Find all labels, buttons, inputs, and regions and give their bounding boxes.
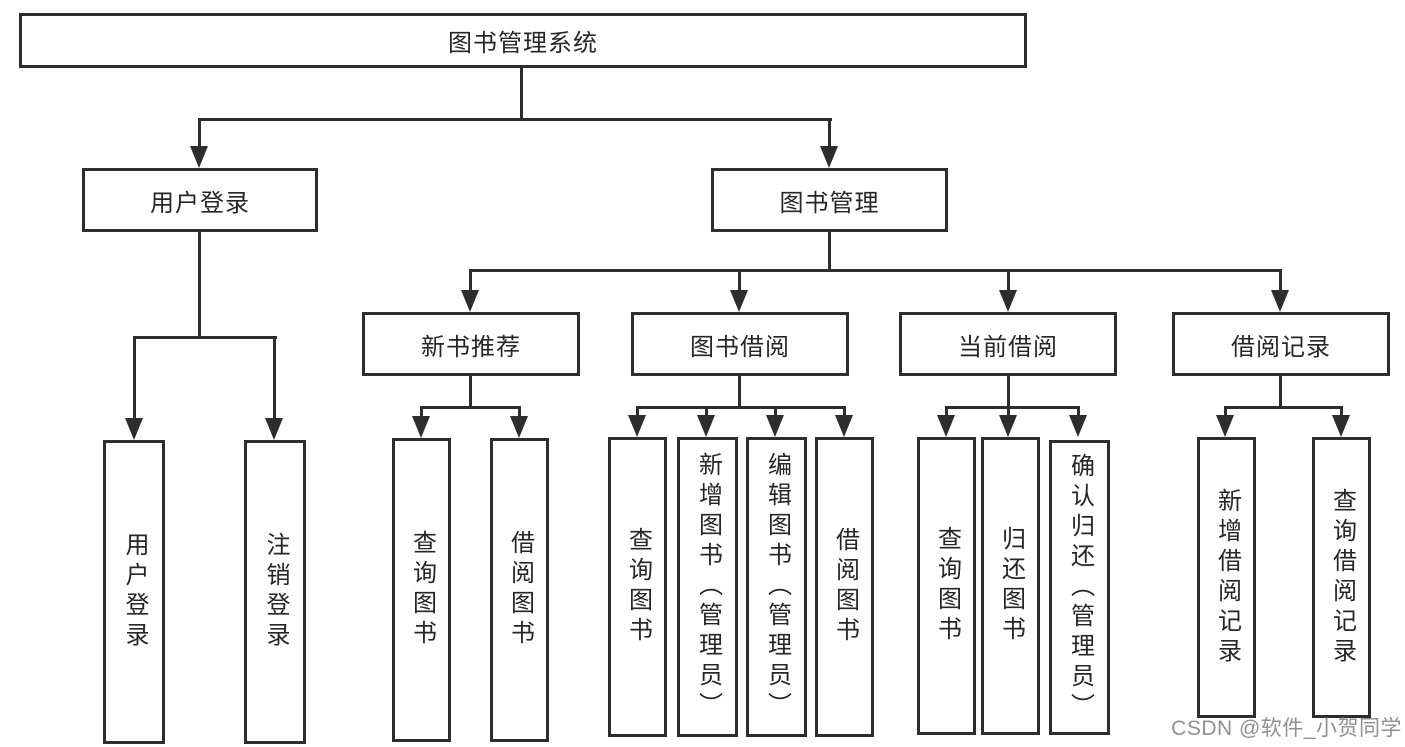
connector-line <box>133 336 136 420</box>
leaf-label: 查询图书 <box>408 530 436 650</box>
connector-line <box>774 406 777 418</box>
leaf-label: 注销登录 <box>262 532 289 652</box>
connector-line <box>469 269 472 293</box>
arrow-down-icon <box>461 290 479 312</box>
connector-line <box>420 406 521 409</box>
arrow-down-icon <box>412 416 430 438</box>
connector-line <box>738 376 741 406</box>
arrow-down-icon <box>999 290 1017 312</box>
arrow-down-icon <box>1216 415 1234 437</box>
connector-line <box>1007 376 1010 406</box>
arrow-down-icon <box>1069 415 1087 437</box>
csdn-watermark: CSDN @软件_小贺同学 <box>1171 717 1402 740</box>
leaf-label: 查询图书 <box>933 526 961 646</box>
node-label: 图书管理 <box>779 189 880 217</box>
connector-line <box>1340 406 1343 418</box>
leaf-label: 查询借阅记录 <box>1328 487 1356 668</box>
connector-line <box>828 232 831 270</box>
node-label: 图书管理系统 <box>448 30 598 57</box>
connector-line <box>1224 406 1343 409</box>
connector-line <box>945 406 1080 409</box>
connector-line <box>1007 406 1010 418</box>
leaf-user-login: 用户登录 <box>103 440 165 744</box>
arrow-down-icon <box>730 290 748 312</box>
connector-line <box>273 336 276 420</box>
connector-line <box>520 68 523 118</box>
arrow-down-icon <box>697 415 715 437</box>
connector-line <box>469 269 1282 272</box>
arrow-down-icon <box>1332 415 1350 437</box>
connector-line <box>945 406 948 418</box>
connector-line <box>636 406 846 409</box>
connector-line <box>843 406 846 418</box>
leaf-label: 新增借阅记录 <box>1213 487 1241 668</box>
leaf-label: 查询图书 <box>624 527 652 647</box>
node-book-management: 图书管理 <box>711 168 948 232</box>
leaf-query-books: 查询图书 <box>392 438 451 742</box>
arrow-down-icon <box>265 418 283 440</box>
node-label: 用户登录 <box>150 189 250 217</box>
connector-line <box>738 269 741 293</box>
connector-line <box>198 232 201 336</box>
node-current-borrow: 当前借阅 <box>899 312 1117 376</box>
connector-line <box>828 118 831 148</box>
leaf-logout: 注销登录 <box>244 440 306 744</box>
leaf-label: 归还图书 <box>997 526 1025 646</box>
connector-line <box>1077 406 1080 418</box>
connector-line <box>518 406 521 418</box>
leaf-query-borrow-record: 查询借阅记录 <box>1312 437 1371 718</box>
node-label: 图书借阅 <box>690 333 790 361</box>
node-new-book-recommend: 新书推荐 <box>362 312 580 376</box>
leaf-edit-books-admin: 编辑图书（管理员） <box>746 437 807 737</box>
node-label: 当前借阅 <box>958 333 1058 361</box>
arrow-down-icon <box>999 415 1017 437</box>
arrow-down-icon <box>820 146 838 168</box>
node-label: 新书推荐 <box>421 333 521 361</box>
arrow-down-icon <box>766 415 784 437</box>
node-user-login: 用户登录 <box>82 168 318 232</box>
leaf-label: 新增图书（管理员） <box>694 452 722 722</box>
connector-line <box>420 406 423 418</box>
leaf-query-books: 查询图书 <box>608 437 667 737</box>
leaf-add-borrow-record: 新增借阅记录 <box>1197 437 1256 718</box>
leaf-add-books-admin: 新增图书（管理员） <box>677 437 738 737</box>
connector-line <box>133 336 277 339</box>
arrow-down-icon <box>628 415 646 437</box>
leaf-label: 用户登录 <box>121 532 148 652</box>
leaf-label: 编辑图书（管理员） <box>763 452 791 722</box>
leaf-return-books: 归还图书 <box>981 437 1040 735</box>
connector-line <box>636 406 639 418</box>
arrow-down-icon <box>510 416 528 438</box>
leaf-label: 借阅图书 <box>831 527 859 647</box>
node-label: 借阅记录 <box>1231 333 1331 361</box>
connector-line <box>198 118 832 121</box>
connector-line <box>1279 269 1282 293</box>
leaf-borrow-books: 借阅图书 <box>490 438 549 742</box>
leaf-label: 借阅图书 <box>506 530 534 650</box>
connector-line <box>1279 376 1282 406</box>
leaf-confirm-return-admin: 确认归还（管理员） <box>1049 440 1110 735</box>
connector-line <box>705 406 708 418</box>
leaf-query-books: 查询图书 <box>917 437 976 735</box>
arrow-down-icon <box>125 418 143 440</box>
arrow-down-icon <box>835 415 853 437</box>
arrow-down-icon <box>1271 290 1289 312</box>
connector-line <box>198 118 201 148</box>
node-borrow-record: 借阅记录 <box>1172 312 1390 376</box>
leaf-borrow-books: 借阅图书 <box>815 437 874 737</box>
connector-line <box>469 376 472 406</box>
node-library-management-system: 图书管理系统 <box>19 13 1027 68</box>
node-book-borrow: 图书借阅 <box>631 312 849 376</box>
connector-line <box>1007 269 1010 293</box>
arrow-down-icon <box>937 415 955 437</box>
connector-line <box>1224 406 1227 418</box>
arrow-down-icon <box>190 146 208 168</box>
leaf-label: 确认归还（管理员） <box>1066 452 1094 723</box>
